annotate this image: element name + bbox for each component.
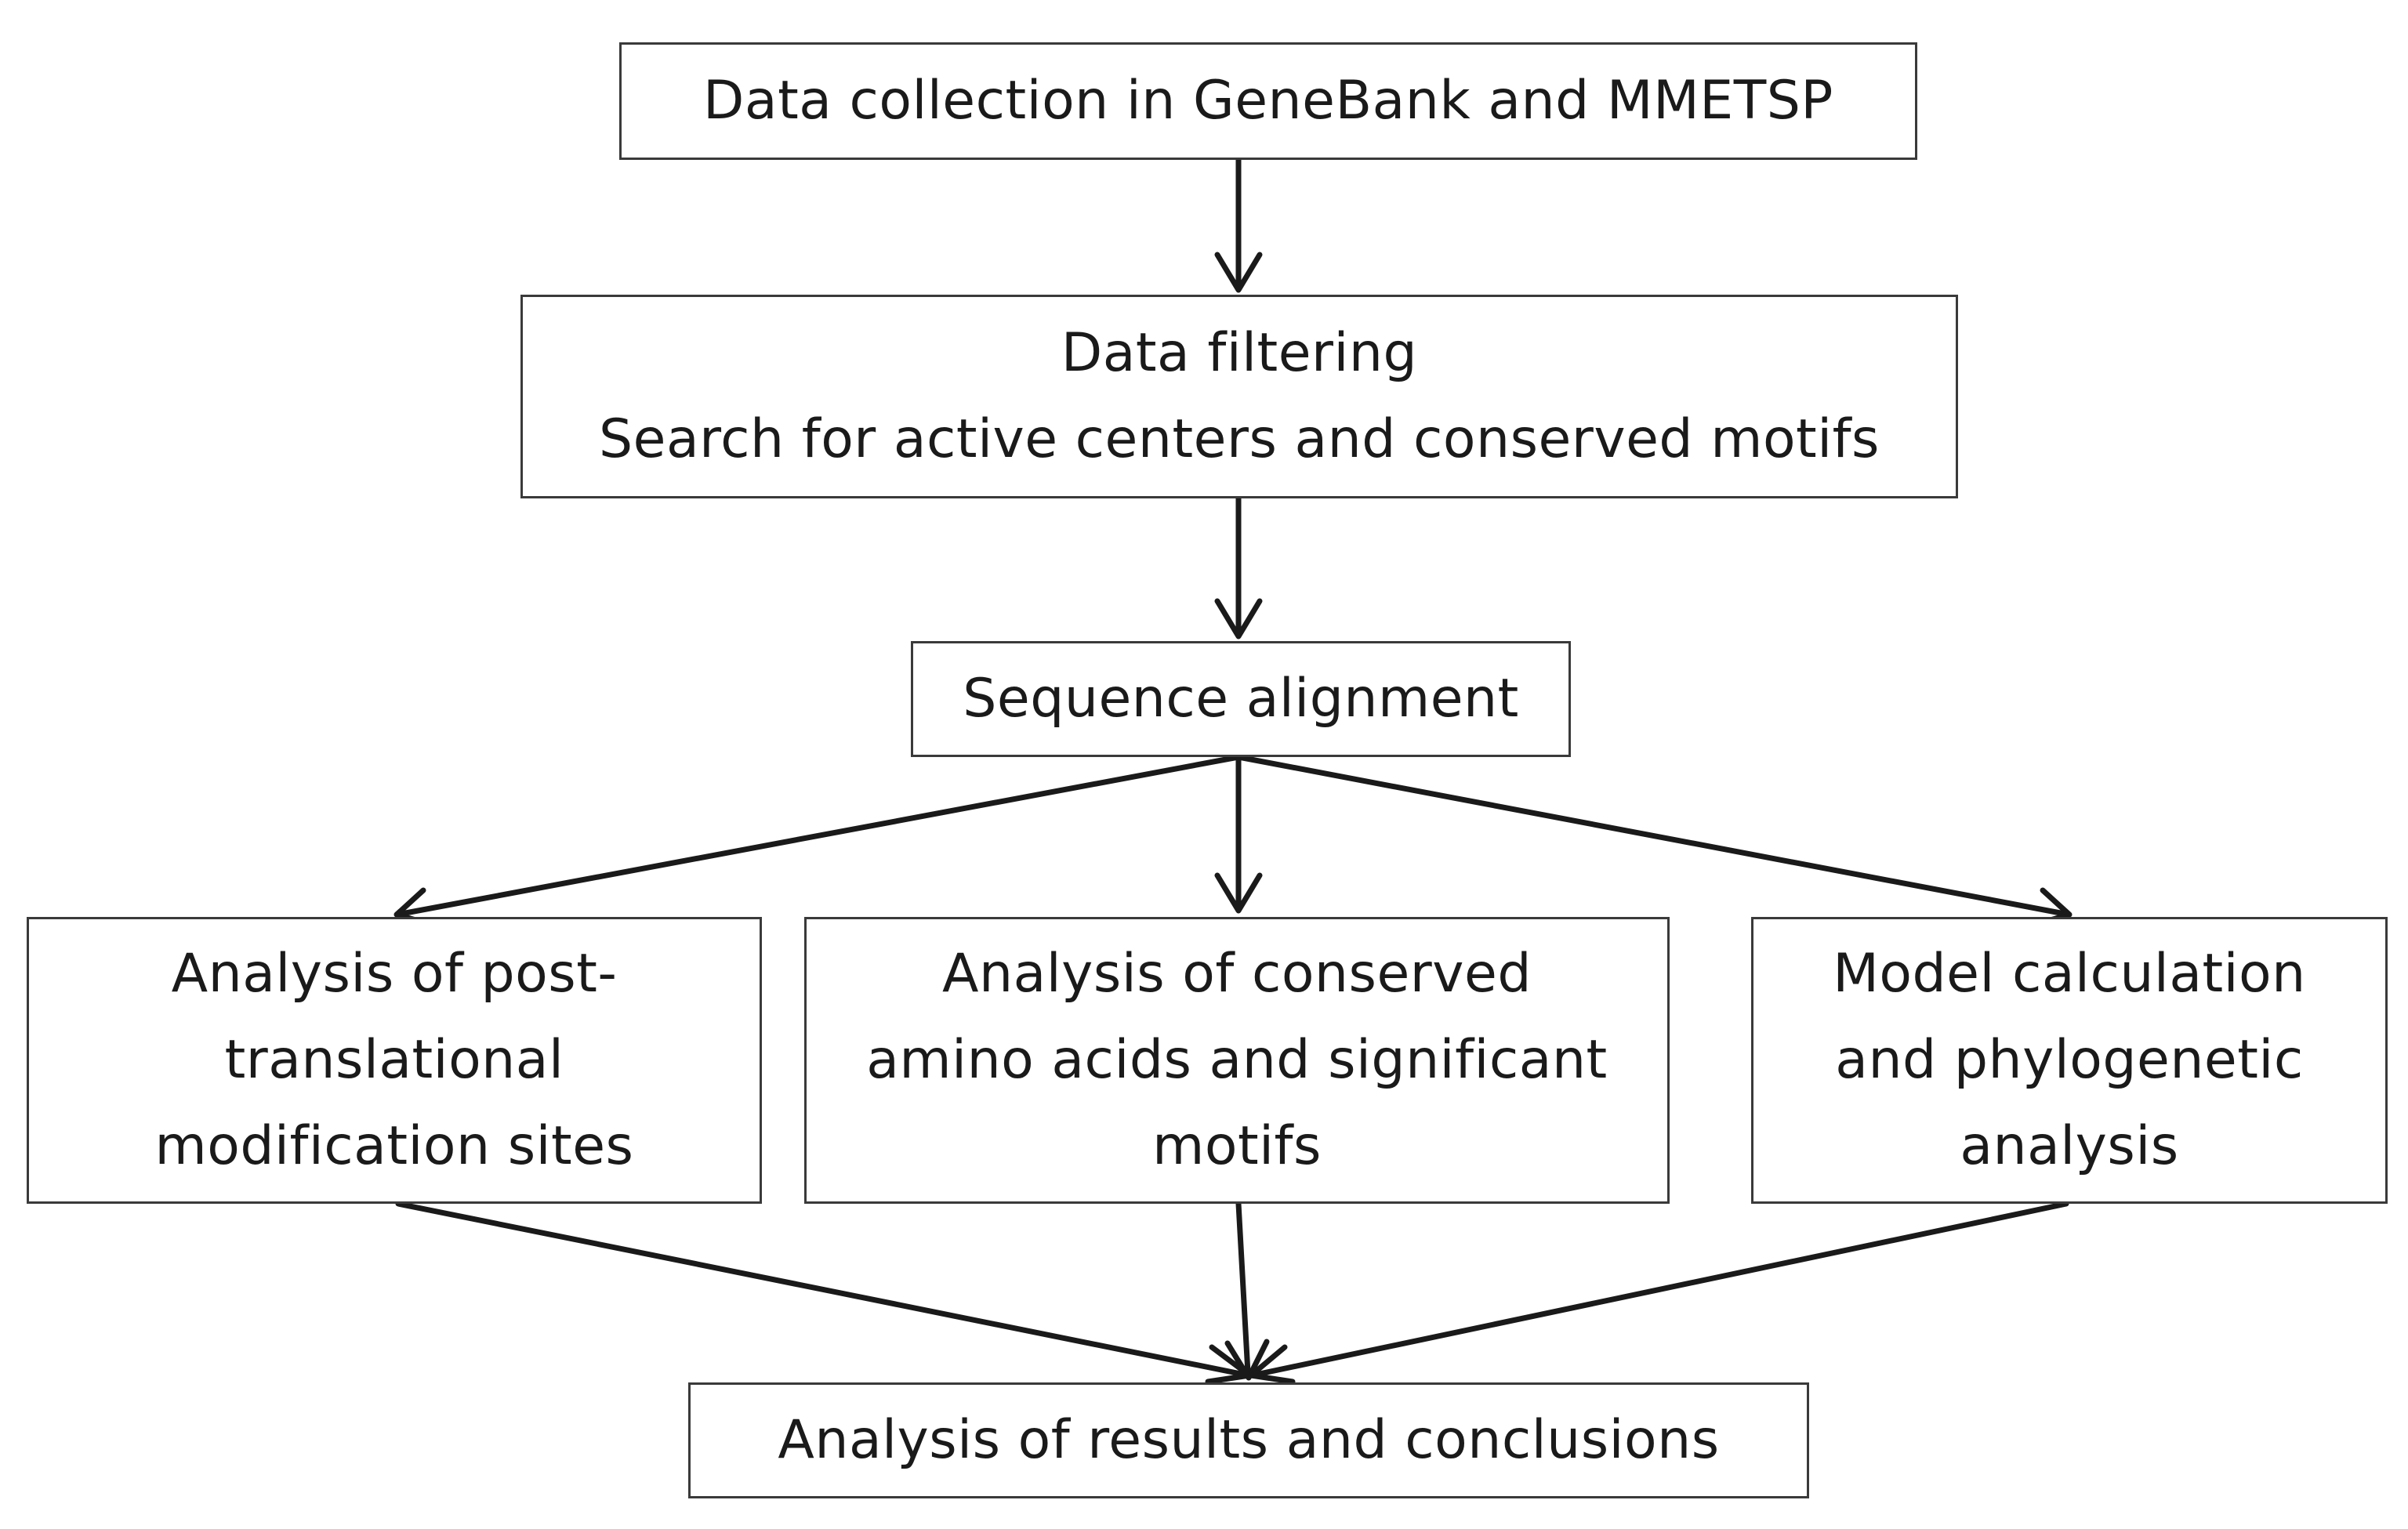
node-text: Data collection in GeneBank and MMETSP (703, 70, 1833, 132)
node-text: translational (224, 1029, 564, 1091)
node-results-conclusions: Analysis of results and conclusions (688, 1382, 1809, 1498)
node-model-phylogenetic: Model calculation and phylogenetic analy… (1751, 917, 2388, 1204)
edge-alignment-model (1235, 754, 2068, 917)
arrowhead-conserved-results (1224, 1339, 1270, 1381)
node-sequence-alignment: Sequence alignment (911, 641, 1571, 757)
arrowhead-collection-filtering (1214, 252, 1263, 293)
arrowhead-filtering-alignment (1214, 598, 1263, 639)
node-text: Data filtering (1061, 322, 1418, 384)
node-text: Search for active centers and conserved … (599, 408, 1880, 470)
node-text: motifs (1152, 1115, 1322, 1177)
arrowhead-model-results (1248, 1344, 1296, 1385)
node-text: Analysis of post- (171, 943, 618, 1005)
node-data-filtering: Data filtering Search for active centers… (520, 295, 1958, 498)
node-ptm-analysis: Analysis of post- translational modifica… (27, 917, 762, 1204)
edge-alignment-ptm (398, 754, 1242, 917)
arrowhead-alignment-conserved (1214, 872, 1263, 914)
edge-conserved-results (1235, 1201, 1251, 1376)
node-text: modification sites (154, 1115, 634, 1177)
node-text: and phylogenetic (1835, 1029, 2304, 1091)
node-text: analysis (1960, 1115, 2179, 1177)
node-text: Sequence alignment (963, 668, 1519, 730)
node-conserved-analysis: Analysis of conserved amino acids and si… (804, 917, 1670, 1204)
node-text: Analysis of results and conclusions (778, 1409, 1720, 1471)
edge-model-results (1253, 1201, 2069, 1378)
node-text: Model calculation (1833, 943, 2306, 1005)
node-text: amino acids and significant (866, 1029, 1608, 1091)
edge-ptm-results (395, 1201, 1248, 1378)
node-text: Analysis of conserved (942, 943, 1532, 1005)
node-data-collection: Data collection in GeneBank and MMETSP (619, 42, 1917, 160)
